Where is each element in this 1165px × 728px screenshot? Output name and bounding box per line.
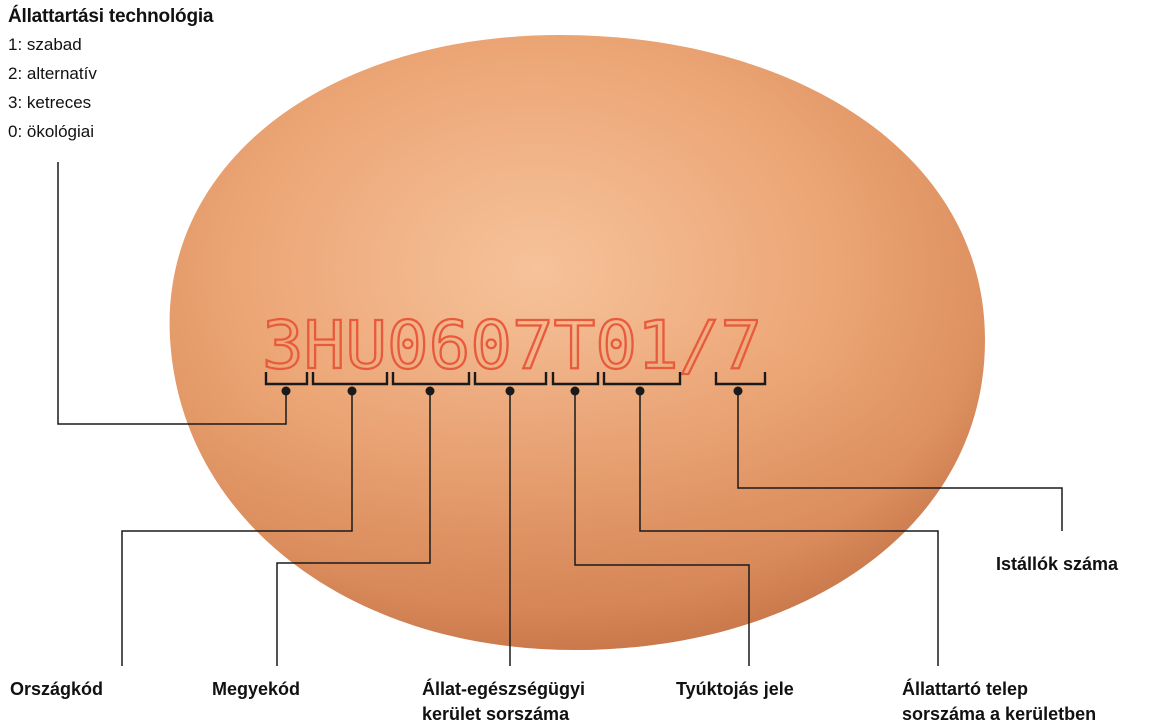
label-orszagkod: Országkód bbox=[10, 678, 103, 700]
legend-title: Állattartási technológia bbox=[8, 4, 213, 30]
label-telep-line1: Állattartó telep bbox=[902, 678, 1028, 700]
egg-stamp-code: 3HU0607T01/7 bbox=[262, 307, 762, 384]
label-tyuktojas: Tyúktojás jele bbox=[676, 678, 794, 700]
legend-item-0: 0: ökológiai bbox=[8, 117, 213, 146]
label-allat-line1: Állat-egészségügyi bbox=[422, 678, 585, 700]
legend-item-3: 3: ketreces bbox=[8, 88, 213, 117]
label-telep-line2: sorszáma a kerületben bbox=[902, 703, 1096, 725]
label-istallok: Istállók száma bbox=[996, 553, 1118, 575]
label-allat-line2: kerület sorszáma bbox=[422, 703, 569, 725]
legend-item-1: 1: szabad bbox=[8, 30, 213, 59]
label-megyekod: Megyekód bbox=[212, 678, 300, 700]
legend-item-2: 2: alternatív bbox=[8, 59, 213, 88]
technology-legend: Állattartási technológia 1: szabad 2: al… bbox=[8, 4, 213, 146]
